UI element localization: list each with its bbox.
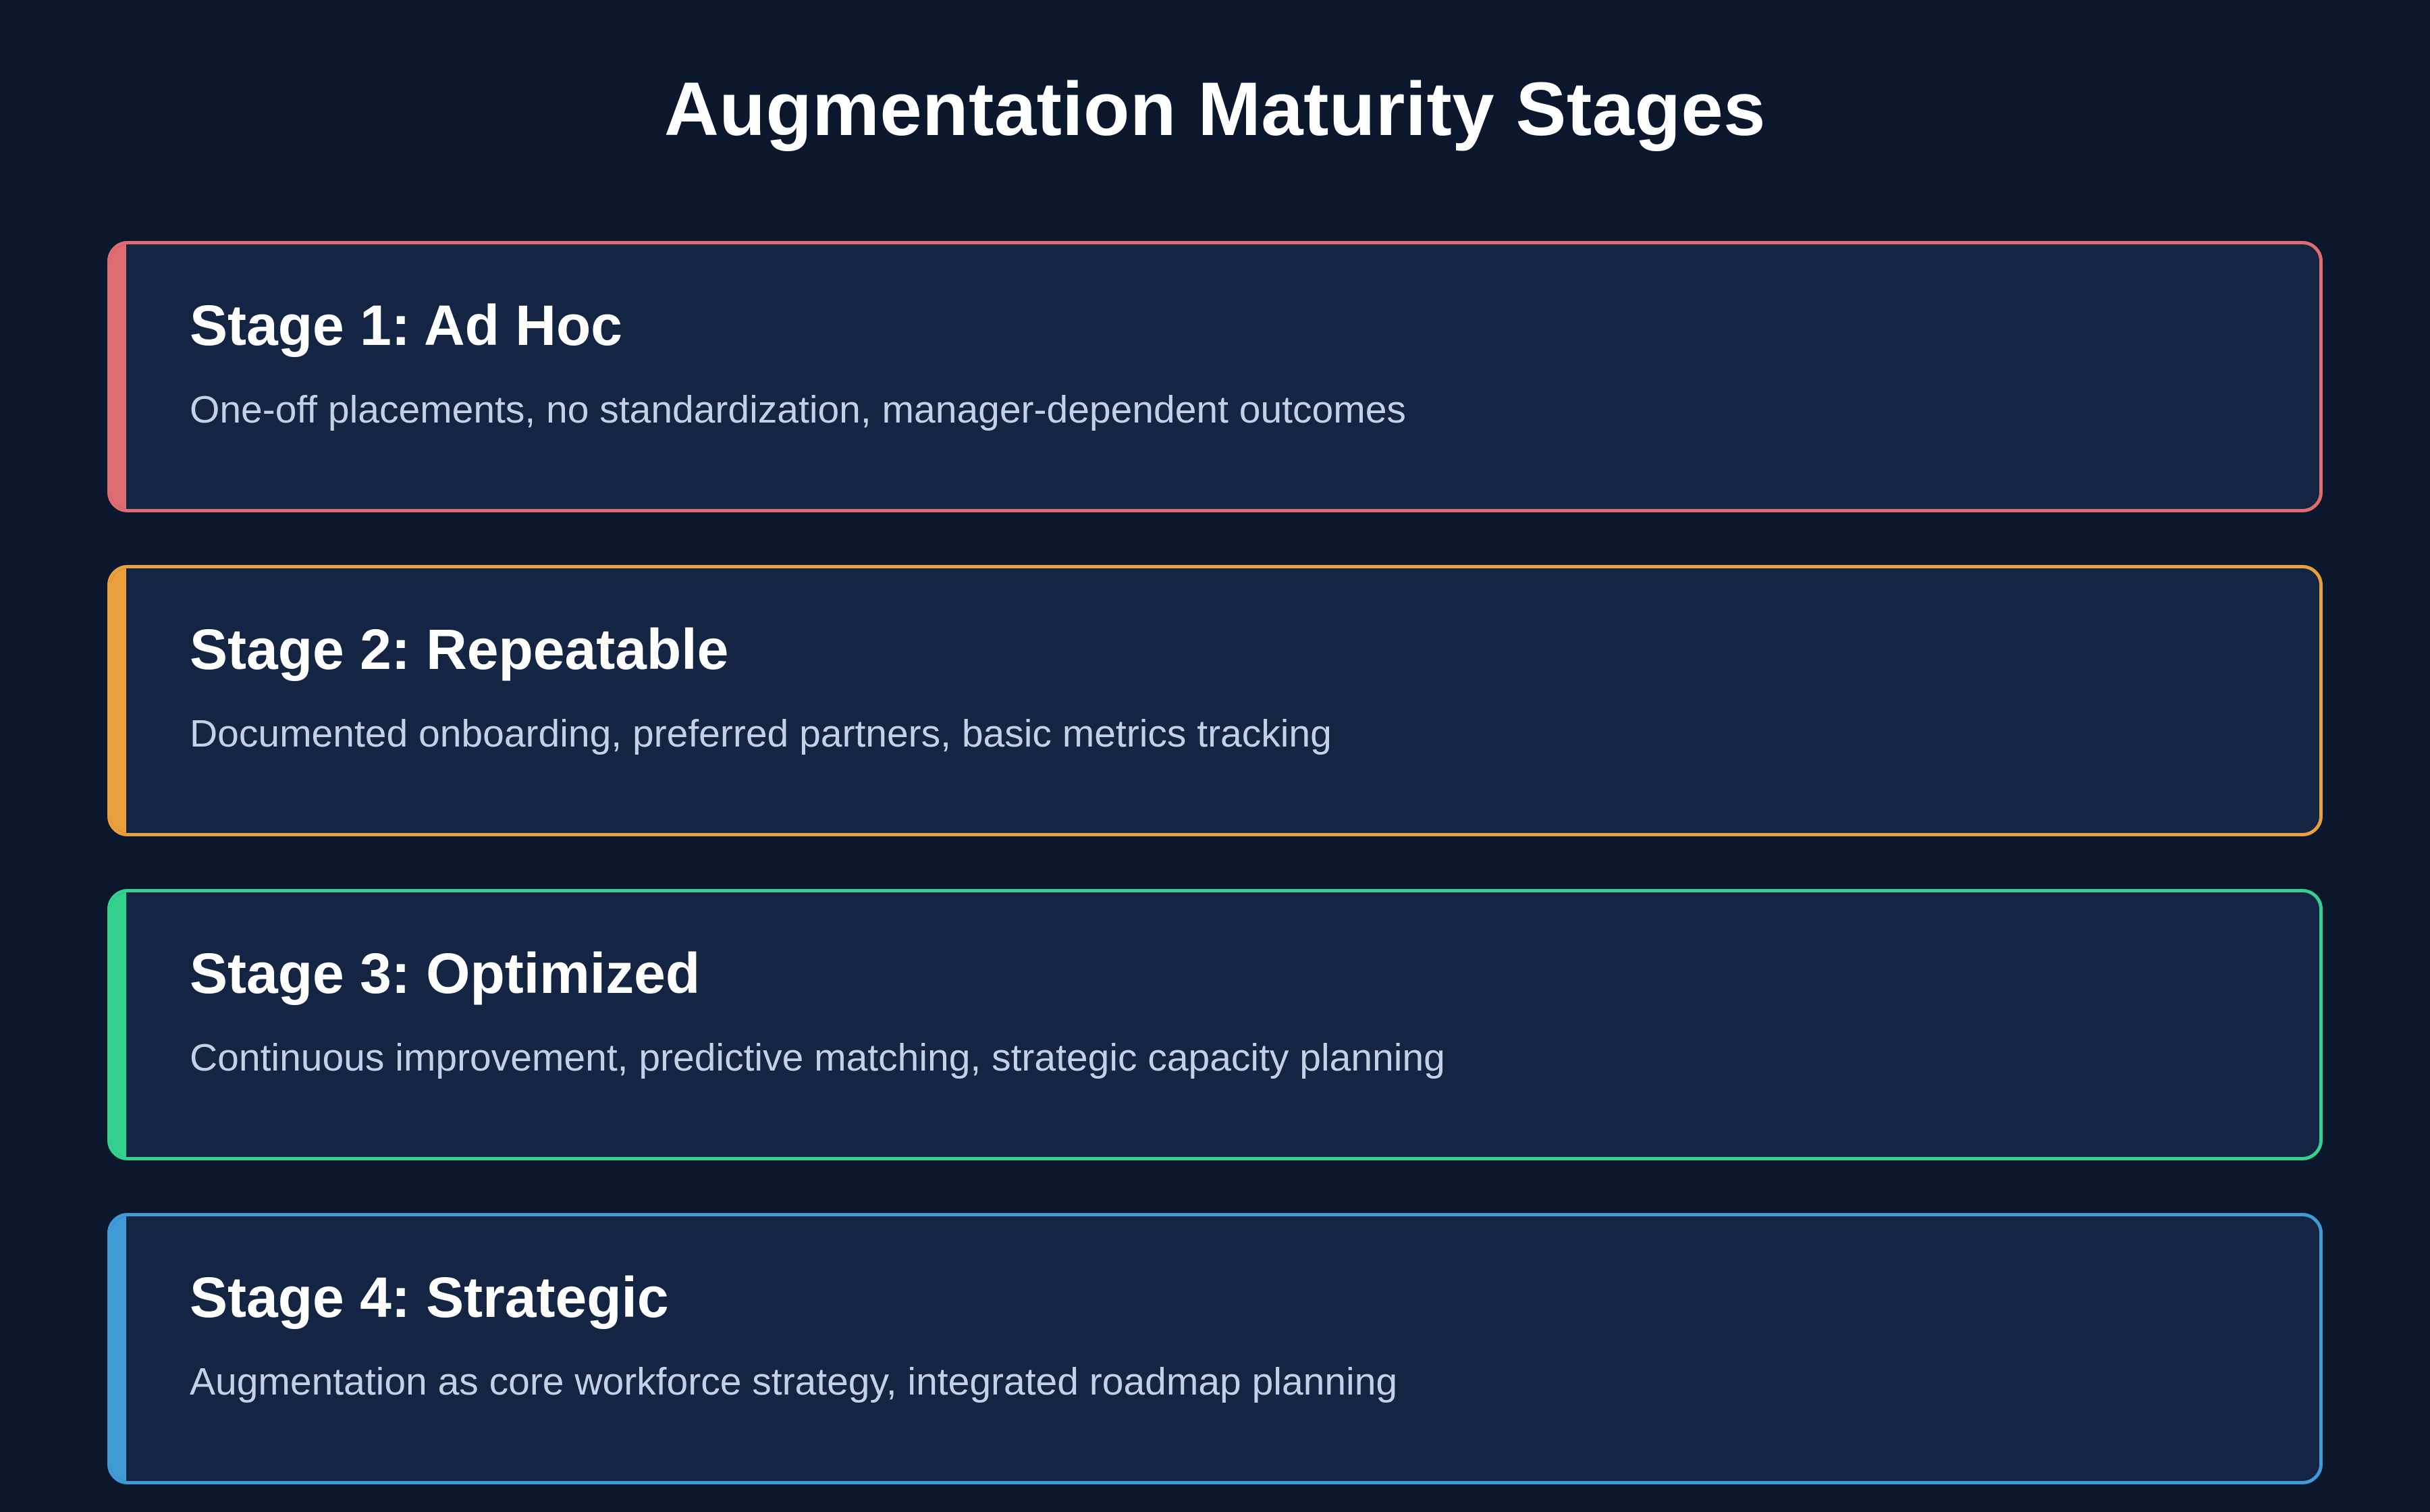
stage-description: Continuous improvement, predictive match…: [190, 1036, 1445, 1079]
stage-card-1: Stage 1: Ad Hoc One-off placements, no s…: [107, 241, 2323, 512]
stage-accent-bar: [111, 244, 126, 509]
stage-title: Stage 2: Repeatable: [190, 618, 729, 681]
stage-title: Stage 1: Ad Hoc: [190, 294, 622, 357]
page-title: Augmentation Maturity Stages: [664, 67, 1766, 151]
stage-accent-bar: [111, 1216, 126, 1481]
stage-title: Stage 3: Optimized: [190, 942, 701, 1005]
stage-title: Stage 4: Strategic: [190, 1266, 669, 1329]
stage-accent-bar: [111, 568, 126, 833]
stage-description: Documented onboarding, preferred partner…: [190, 712, 1332, 755]
stage-description: Augmentation as core workforce strategy,…: [190, 1360, 1398, 1403]
stage-card-2: Stage 2: Repeatable Documented onboardin…: [107, 565, 2323, 836]
stage-description: One-off placements, no standardization, …: [190, 388, 1406, 431]
stage-card-4: Stage 4: Strategic Augmentation as core …: [107, 1213, 2323, 1484]
stage-accent-bar: [111, 892, 126, 1157]
stage-card-3: Stage 3: Optimized Continuous improvemen…: [107, 889, 2323, 1160]
